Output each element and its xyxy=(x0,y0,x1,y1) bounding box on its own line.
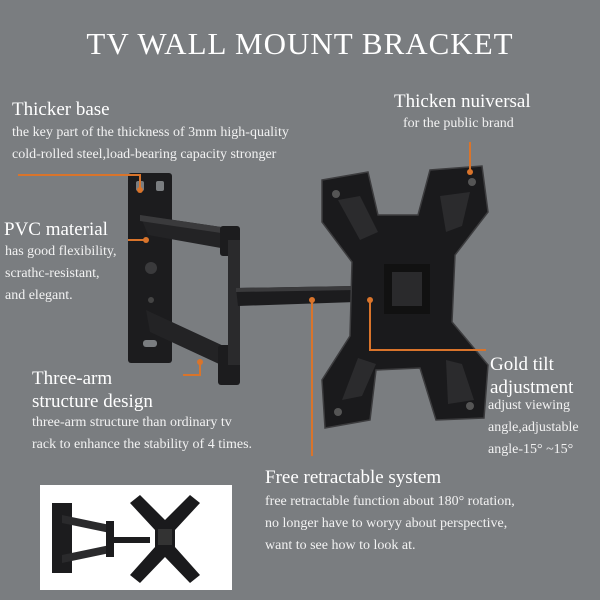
product-thumbnail xyxy=(40,485,232,590)
gold-tilt-desc: adjust viewing angle,adjustable angle-15… xyxy=(488,398,579,457)
gold-tilt-heading: Gold tilt adjustment xyxy=(490,354,574,398)
tv-plate xyxy=(321,165,489,429)
callout-thicker-base xyxy=(18,174,141,190)
three-arm-heading: Three-arm structure design xyxy=(32,368,153,412)
retractable-heading: Free retractable system xyxy=(265,467,442,488)
arm-main xyxy=(228,240,356,365)
callout-three-arm xyxy=(183,362,201,376)
pvc-material-desc: has good flexibility, scrathc-resistant,… xyxy=(5,244,117,303)
page-title: TV WALL MOUNT BRACKET xyxy=(86,26,514,61)
callout-lines xyxy=(18,142,486,456)
callout-dots xyxy=(137,169,473,365)
thicker-base-heading: Thicker base xyxy=(12,99,110,120)
thicken-universal-desc: for the public brand xyxy=(403,116,514,131)
callout-gold-tilt xyxy=(369,300,486,351)
retractable-desc: free retractable function about 180° rot… xyxy=(265,494,515,553)
pvc-material-heading: PVC material xyxy=(4,219,108,240)
thicken-universal-heading: Thicken nuiversal xyxy=(394,91,531,112)
thumbnail-illustration xyxy=(52,495,200,583)
thicker-base-desc: the key part of the thickness of 3mm hig… xyxy=(12,125,289,162)
three-arm-desc: three-arm structure than ordinary tv rac… xyxy=(32,415,253,452)
